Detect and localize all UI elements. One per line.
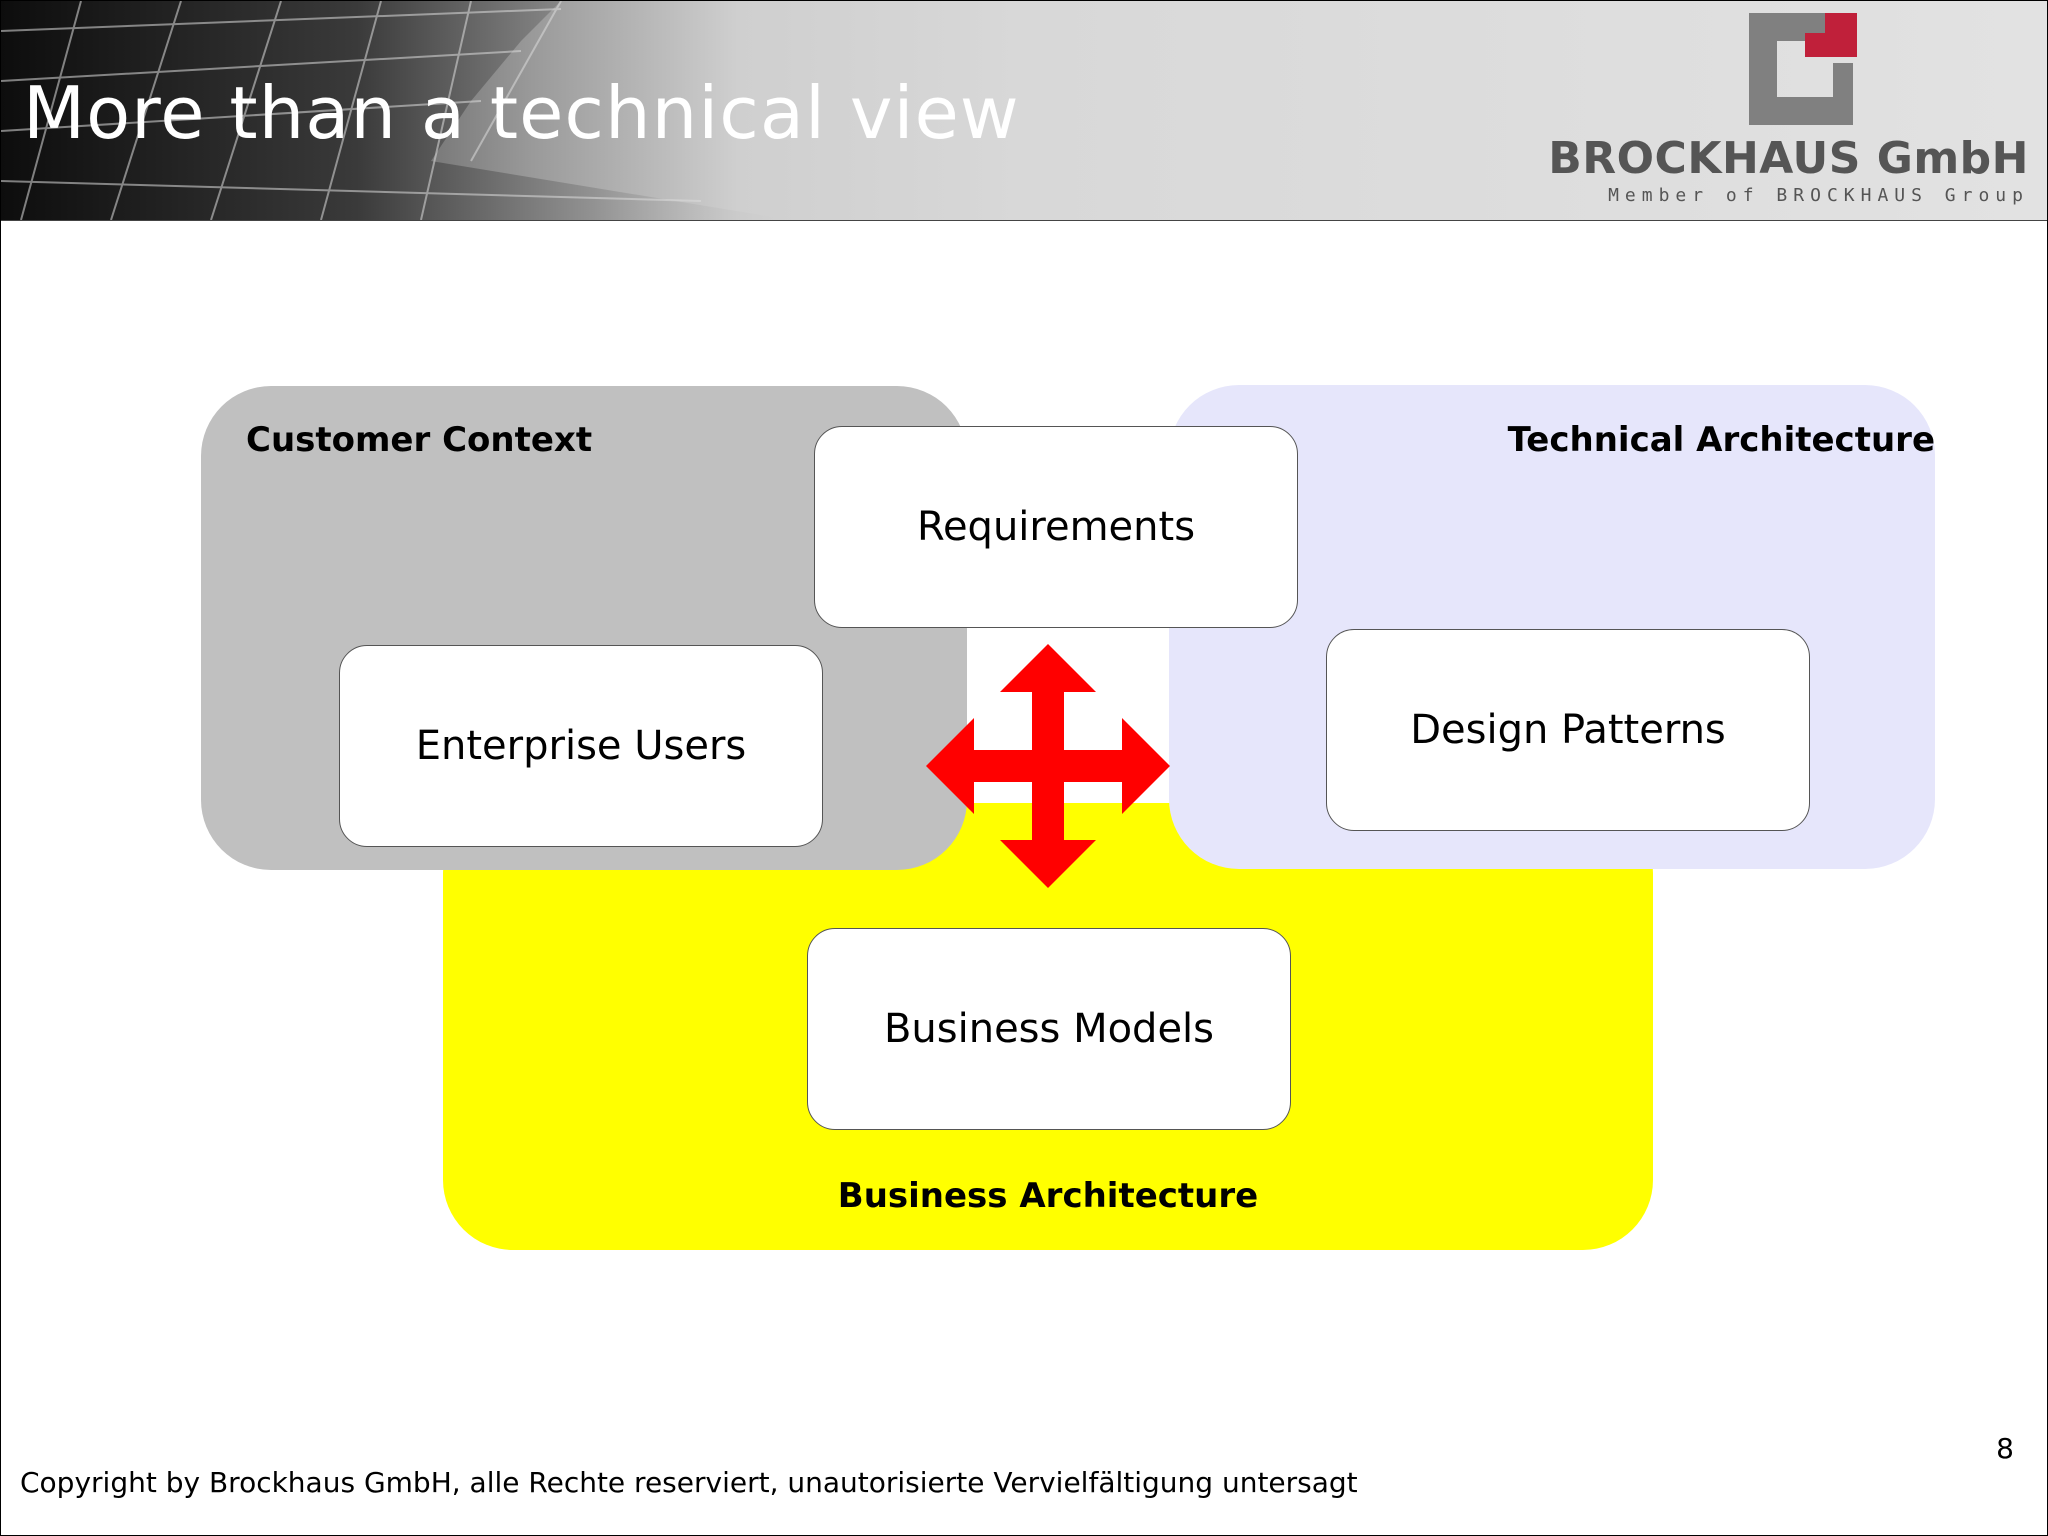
technical-architecture-label: Technical Architecture xyxy=(1507,420,1935,460)
business-architecture-label: Business Architecture xyxy=(837,1176,1259,1216)
company-tagline: Member of BROCKHAUS Group xyxy=(1608,185,2029,206)
customer-context-label: Customer Context xyxy=(246,420,593,460)
page-number: 8 xyxy=(1996,1432,2014,1465)
slide-title: More than a technical view xyxy=(23,71,1020,155)
business-models-box: Business Models xyxy=(807,928,1291,1130)
enterprise-users-box: Enterprise Users xyxy=(339,645,823,847)
company-name: BROCKHAUS GmbH xyxy=(1548,133,2029,184)
brockhaus-logo-icon xyxy=(1749,13,1857,125)
four-way-arrow-icon xyxy=(926,644,1170,888)
header-banner: More than a technical view BROCKHAUS Gmb… xyxy=(1,1,2047,221)
requirements-box: Requirements xyxy=(814,426,1298,628)
copyright-notice: Copyright by Brockhaus GmbH, alle Rechte… xyxy=(20,1466,1358,1499)
building-facade-graphic xyxy=(1,1,791,220)
design-patterns-box: Design Patterns xyxy=(1326,629,1810,831)
